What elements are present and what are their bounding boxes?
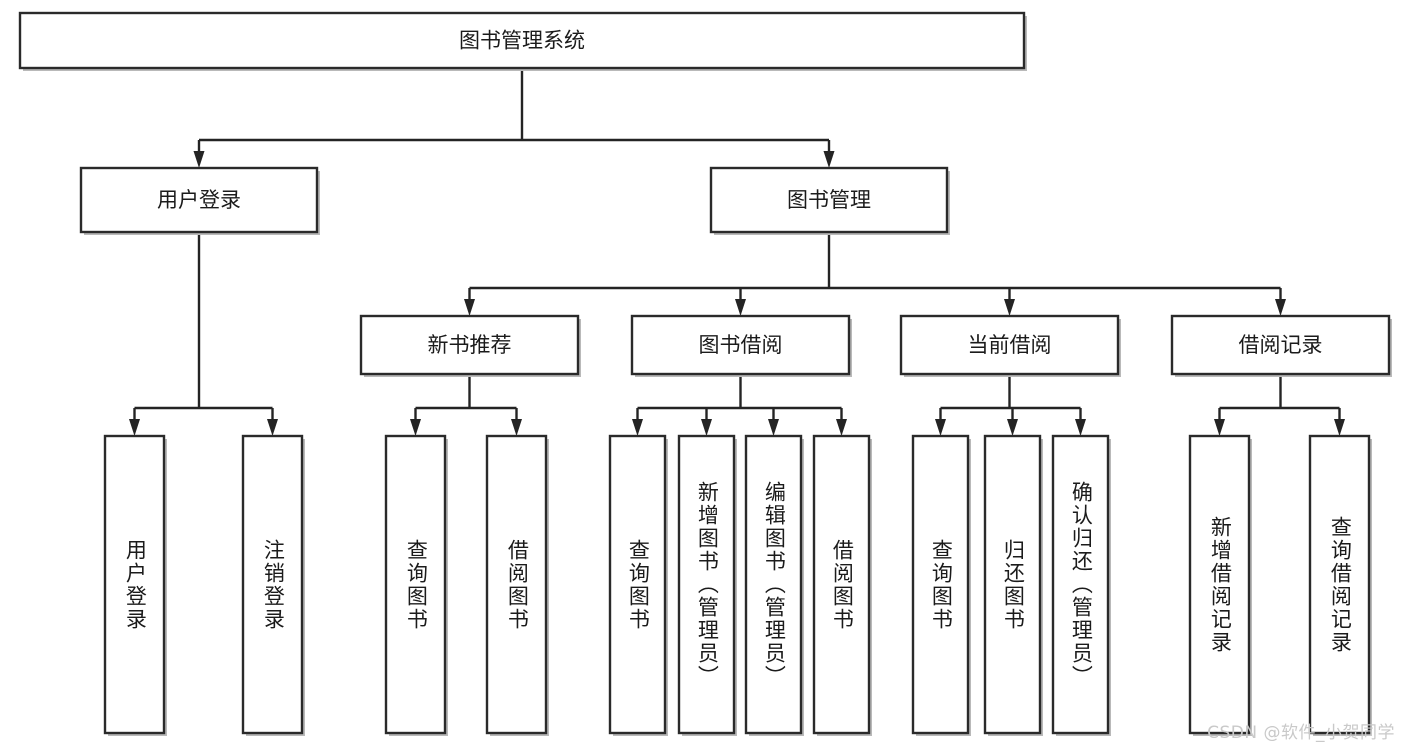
node-box-leaf-edit-book[interactable] — [744, 434, 803, 735]
boxes-layer — [18, 11, 1392, 736]
connector-arrowhead — [193, 151, 205, 168]
connector-arrowhead — [129, 419, 140, 436]
connector-arrowhead — [1075, 419, 1086, 436]
connector-arrowhead — [1007, 419, 1018, 436]
watermark-text: CSDN @软件_小贺同学 — [1207, 723, 1395, 743]
node-label-borrow-record: 借阅记录 — [1239, 333, 1323, 357]
node-box-new-book-recommend[interactable] — [359, 314, 580, 376]
node-box-leaf-user-login[interactable] — [103, 434, 166, 735]
node-label-book-borrow: 图书借阅 — [699, 333, 783, 357]
node-box-root[interactable] — [18, 11, 1026, 70]
node-box-leaf-add-record[interactable] — [1188, 434, 1251, 735]
node-box-leaf-query-book-rec[interactable] — [384, 434, 447, 735]
connector-arrowhead — [768, 419, 779, 436]
node-box-leaf-add-book[interactable] — [677, 434, 736, 735]
connector-arrowhead — [735, 299, 746, 316]
connector-arrowhead — [1214, 419, 1225, 436]
node-label-current-borrow: 当前借阅 — [968, 333, 1052, 357]
connector-arrowhead — [464, 299, 475, 316]
connector-arrowhead — [1275, 299, 1286, 316]
connectors-layer — [129, 68, 1345, 436]
node-box-leaf-query-record[interactable] — [1308, 434, 1371, 735]
connector-arrowhead — [823, 151, 835, 168]
node-box-leaf-borrow-book-brw[interactable] — [812, 434, 871, 735]
connector-arrowhead — [701, 419, 712, 436]
node-label-root: 图书管理系统 — [459, 29, 585, 53]
node-label-user-login: 用户登录 — [157, 188, 241, 212]
connector-arrowhead — [267, 419, 278, 436]
connector-arrowhead — [410, 419, 421, 436]
node-label-new-book-recommend: 新书推荐 — [428, 333, 512, 357]
node-box-book-borrow[interactable] — [630, 314, 851, 376]
node-box-leaf-return-book[interactable] — [983, 434, 1042, 735]
node-box-leaf-logout[interactable] — [241, 434, 304, 735]
connector-arrowhead — [935, 419, 946, 436]
node-box-leaf-query-book-brw[interactable] — [608, 434, 667, 735]
node-box-leaf-borrow-book-rec[interactable] — [485, 434, 548, 735]
connector-arrowhead — [632, 419, 643, 436]
node-label-book-manage: 图书管理 — [787, 188, 871, 212]
node-box-book-manage[interactable] — [709, 166, 949, 234]
node-box-leaf-query-book-cur[interactable] — [911, 434, 970, 735]
connector-arrowhead — [836, 419, 847, 436]
node-box-user-login[interactable] — [79, 166, 319, 234]
connector-arrowhead — [1334, 419, 1345, 436]
node-box-borrow-record[interactable] — [1170, 314, 1391, 376]
node-box-current-borrow[interactable] — [899, 314, 1120, 376]
node-box-leaf-confirm-return[interactable] — [1051, 434, 1110, 735]
connector-arrowhead — [511, 419, 522, 436]
connector-arrowhead — [1004, 299, 1015, 316]
